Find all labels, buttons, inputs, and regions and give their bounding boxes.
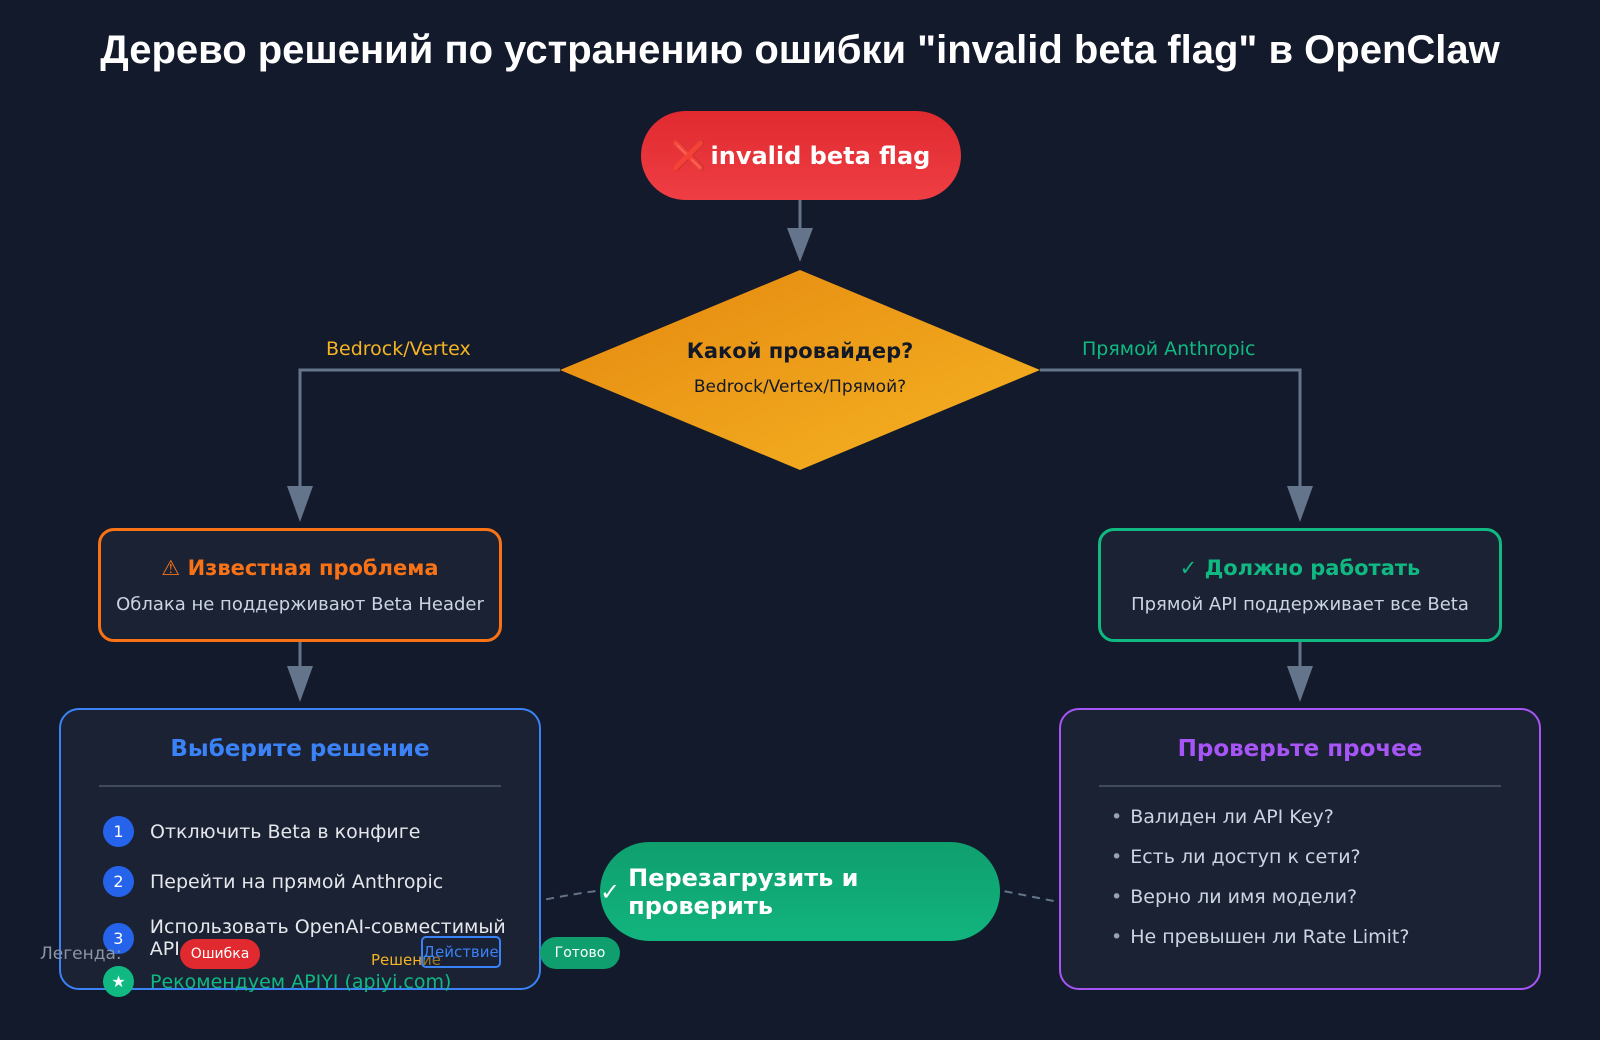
connector-decision-to-known-issue: [298, 368, 560, 488]
decision-title: Какой провайдер?: [686, 339, 914, 363]
check-item: • Не превышен ли Rate Limit?: [1111, 926, 1409, 948]
final-node-restart: ✓ Перезагрузить и проверить: [600, 842, 1000, 941]
known-issue-title-row: ⚠ Известная проблема: [161, 556, 438, 580]
checks-title: Проверьте прочее: [1177, 736, 1423, 762]
arrowhead-decision-to-known-issue: [287, 486, 313, 522]
solutions-divider: [99, 785, 501, 787]
check-item: • Есть ли доступ к сети?: [1111, 846, 1361, 868]
check-item-text: Есть ли доступ к сети?: [1130, 846, 1361, 868]
decision-subtitle: Bedrock/Vertex/Прямой?: [693, 377, 907, 397]
known-issue-subtitle: Облака не поддерживают Beta Header: [116, 593, 484, 615]
step-number-badge: 1: [103, 816, 134, 847]
bullet-icon: •: [1111, 846, 1123, 868]
legend-action-swatch: Действие: [421, 936, 501, 968]
should-work-box: ✓ Должно работать Прямой API поддерживае…: [1098, 528, 1502, 642]
solution-item-text: Рекомендуем APIYI (apiyi.com): [150, 970, 452, 993]
arrowhead-known-issue-to-solutions: [287, 666, 313, 702]
solution-item-text: Перейти на прямой Anthropic: [150, 870, 444, 893]
legend-label: Легенда:: [40, 944, 122, 964]
arrowhead-start-to-decision: [787, 228, 813, 262]
page-title: Дерево решений по устранению ошибки "inv…: [100, 28, 1500, 72]
should-work-subtitle: Прямой API поддерживает все Beta: [1131, 593, 1469, 615]
check-icon: ✓: [600, 877, 621, 906]
check-item-text: Верно ли имя модели?: [1130, 886, 1358, 908]
solution-item: 2 Перейти на прямой Anthropic: [103, 866, 443, 897]
check-item-text: Валиден ли API Key?: [1130, 806, 1334, 828]
arrowhead-should-work-to-checks: [1287, 666, 1313, 702]
known-issue-title: Известная проблема: [187, 555, 439, 580]
start-node-label: invalid beta flag: [710, 141, 931, 170]
legend-done-swatch: Готово: [540, 937, 620, 969]
legend-error-swatch: Ошибка: [180, 939, 260, 969]
step-number-badge: 2: [103, 866, 134, 897]
checks-divider: [1099, 785, 1501, 787]
cross-icon: ❌: [671, 139, 707, 172]
bullet-icon: •: [1111, 926, 1123, 948]
start-node-error: ❌ invalid beta flag: [641, 111, 961, 200]
should-work-title: Должно работать: [1204, 555, 1421, 580]
final-node-label: Перезагрузить и проверить: [628, 863, 859, 920]
connector-decision-to-should-work: [1040, 368, 1302, 488]
step-number-badge: 3: [103, 922, 134, 954]
check-icon: ✓: [1179, 555, 1198, 580]
solution-item: 3 Использовать OpenAI-совместимый API: [103, 916, 539, 960]
check-item-text: Не превышен ли Rate Limit?: [1130, 926, 1410, 948]
solutions-panel: Выберите решение 1 Отключить Beta в конф…: [59, 708, 541, 997]
decision-node: Какой провайдер? Bedrock/Vertex/Прямой?: [560, 268, 1040, 468]
branch-label-left: Bedrock/Vertex: [326, 338, 471, 360]
solution-item: 1 Отключить Beta в конфиге: [103, 816, 420, 847]
warning-icon: ⚠: [161, 555, 181, 580]
should-work-title-row: ✓ Должно работать: [1180, 556, 1421, 580]
check-item: • Валиден ли API Key?: [1111, 806, 1334, 828]
branch-label-right: Прямой Anthropic: [1082, 338, 1256, 360]
check-item: • Верно ли имя модели?: [1111, 886, 1357, 908]
known-issue-box: ⚠ Известная проблема Облака не поддержив…: [98, 528, 502, 642]
solution-item-text: Отключить Beta в конфиге: [150, 820, 421, 843]
bullet-icon: •: [1111, 806, 1123, 828]
checks-panel: Проверьте прочее • Валиден ли API Key? • Е…: [1059, 708, 1541, 990]
solutions-title: Выберите решение: [170, 736, 430, 762]
solution-item-text: Использовать OpenAI-совместимый API: [149, 916, 506, 960]
arrowhead-decision-to-should-work: [1287, 486, 1313, 522]
bullet-icon: •: [1111, 886, 1123, 908]
solution-item-recommended: ★ Рекомендуем APIYI (apiyi.com): [103, 966, 451, 997]
decision-diamond: [560, 270, 1040, 470]
star-icon: ★: [103, 966, 134, 997]
